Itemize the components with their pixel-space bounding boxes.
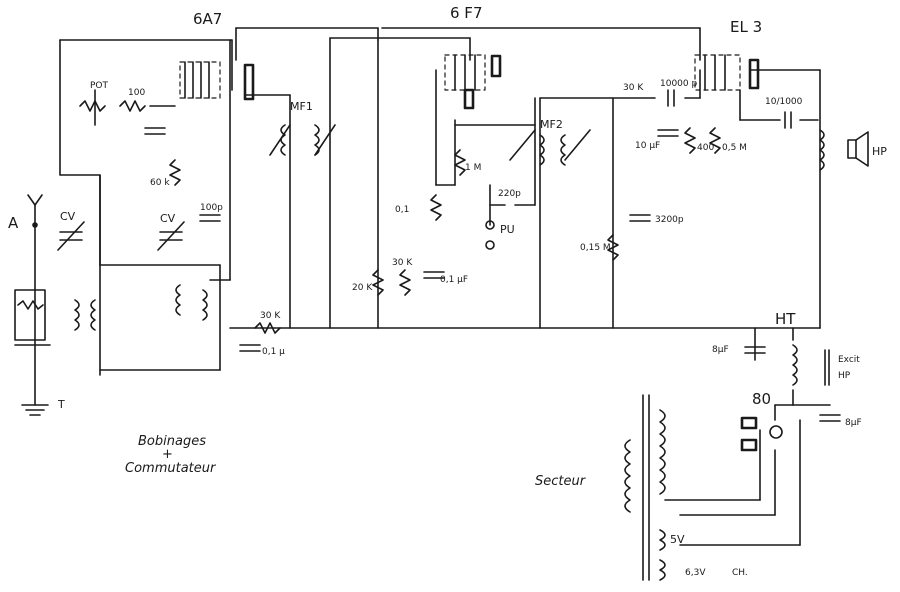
filter-cap-8uf-right	[819, 414, 841, 422]
coupling-cap-10-1000	[784, 111, 792, 129]
resistor-30k-bottom	[254, 322, 281, 334]
label-r400: 400	[697, 143, 714, 153]
resistor-30k-cathode	[399, 269, 411, 296]
label-c10-1000: 10/1000	[765, 97, 803, 107]
tube-6f7	[444, 54, 502, 110]
label-r100: 100	[128, 88, 145, 98]
label-mf1: MF1	[290, 100, 313, 113]
label-secteur: Secteur	[535, 474, 587, 489]
label-c01f: 0,1 µF	[440, 275, 468, 285]
mains-transformer	[624, 394, 666, 581]
label-80: 80	[752, 390, 771, 408]
label-r20k: 20 K	[352, 283, 373, 293]
label-r30k-top: 30 K	[623, 83, 644, 93]
label-r30k-mid: 30 K	[392, 258, 413, 268]
label-r30k-left: 30 K	[260, 311, 281, 321]
label-c01u: 0,1 µ	[262, 347, 285, 357]
label-antenna: A	[8, 214, 19, 232]
filter-cap-8uf-left	[744, 346, 766, 354]
label-c3200p: 3200p	[655, 215, 684, 225]
label-c8uf-left: 8µF	[712, 345, 729, 355]
capacitor-0-1u	[239, 344, 261, 352]
grid-leak-01	[430, 194, 442, 221]
label-bobinages: Bobinages	[138, 434, 206, 449]
label-plus: +	[162, 447, 173, 462]
label-r015m: 0,15 M	[580, 243, 611, 253]
label-commutateur: Commutateur	[125, 461, 217, 476]
label-6f7: 6 F7	[450, 4, 482, 22]
resistor-1m	[454, 149, 466, 176]
tube-6a7	[179, 61, 255, 101]
label-ht: HT	[775, 310, 796, 328]
capacitor-10000p	[667, 89, 675, 107]
output-transformer	[819, 129, 825, 171]
label-6a7: 6A7	[193, 10, 222, 28]
capacitor-3200p	[629, 214, 651, 222]
cathode-bypass-10uf	[657, 127, 721, 154]
label-mf2: MF2	[540, 118, 563, 131]
label-r1m: 1 M	[465, 163, 481, 173]
label-excit: Excit	[838, 355, 860, 365]
label-cv1: CV	[60, 210, 76, 223]
main-wiring	[14, 27, 831, 546]
label-c8uf-right: 8µF	[845, 418, 862, 428]
label-pot: POT	[90, 81, 109, 91]
label-c100p: 100p	[200, 203, 223, 213]
capacitor-0-1uf	[423, 271, 445, 279]
label-el3: EL 3	[730, 18, 762, 36]
label-r60k: 60 k	[150, 178, 170, 188]
label-5v: 5V	[670, 533, 685, 546]
label-hp: HP	[872, 145, 887, 158]
label-pu: PU	[500, 223, 515, 236]
potentiometer	[79, 89, 176, 135]
input-coils	[14, 284, 208, 341]
mf1-transformer	[269, 124, 336, 156]
tube-80-rectifier	[740, 416, 783, 452]
label-r05m: 0,5 M	[722, 143, 747, 153]
ground-symbol-t	[21, 404, 49, 416]
label-6-3v: 6,3V	[685, 568, 706, 578]
pickup-jack	[485, 220, 495, 250]
speaker-icon	[847, 131, 869, 167]
label-ground: T	[57, 398, 65, 411]
variable-capacitor-2	[157, 221, 185, 251]
label-c220p: 220p	[498, 189, 521, 199]
label-c10uf: 10 µF	[635, 141, 660, 151]
label-r01: 0,1	[395, 205, 409, 215]
excitation-coil	[792, 344, 830, 386]
label-cv2: CV	[160, 212, 176, 225]
resistor-60k	[169, 159, 181, 186]
variable-capacitor-1	[57, 221, 85, 251]
resistor-0-15m	[607, 234, 619, 261]
label-c10000p: 10000 p	[660, 79, 697, 89]
antenna-symbol	[27, 194, 43, 228]
label-excit-hp: HP	[838, 371, 851, 381]
mf2-transformer	[509, 129, 591, 166]
tube-el3	[694, 54, 760, 91]
label-ch: CH.	[732, 568, 748, 578]
resistor-20k	[372, 269, 384, 296]
capacitor-100p	[199, 214, 221, 222]
